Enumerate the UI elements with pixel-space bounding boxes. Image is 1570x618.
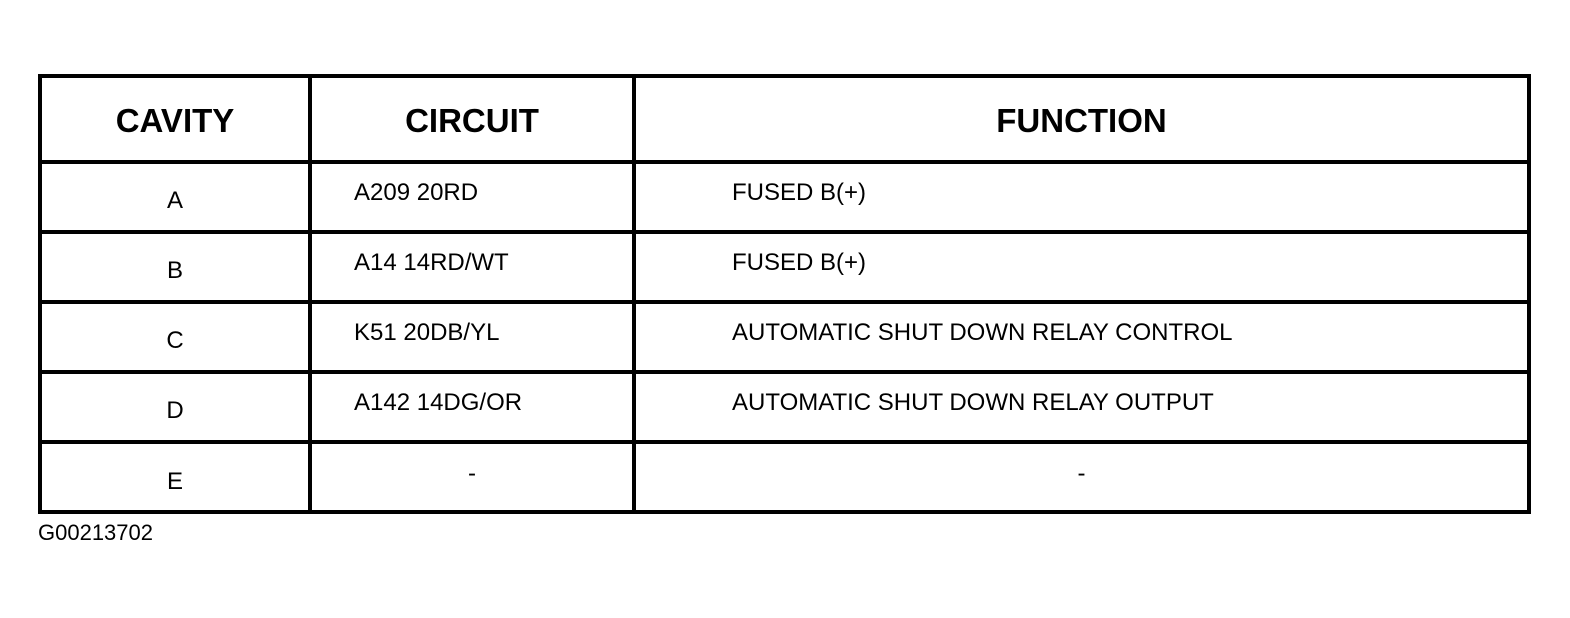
header-circuit-label: CIRCUIT [405, 102, 539, 139]
function-value: AUTOMATIC SHUT DOWN RELAY CONTROL [732, 319, 1233, 346]
function-value: AUTOMATIC SHUT DOWN RELAY OUTPUT [732, 389, 1214, 416]
figure-id-label: G00213702 [38, 520, 153, 545]
cavity-value: C [166, 327, 184, 354]
circuit-value: K51 20DB/YL [354, 319, 500, 346]
circuit-value: - [468, 460, 476, 487]
circuit-cell: K51 20DB/YL [310, 302, 636, 374]
header-function: FUNCTION [634, 78, 1527, 164]
table-row: A A209 20RD FUSED B(+) [42, 162, 1527, 234]
circuit-cell: A142 14DG/OR [310, 372, 636, 444]
header-cavity: CAVITY [42, 78, 312, 164]
circuit-value: A142 14DG/OR [354, 389, 523, 416]
header-function-label: FUNCTION [996, 102, 1167, 139]
table-row: C K51 20DB/YL AUTOMATIC SHUT DOWN RELAY … [42, 302, 1527, 374]
function-value: FUSED B(+) [732, 179, 867, 206]
function-cell: - [634, 442, 1527, 512]
function-cell: FUSED B(+) [634, 162, 1527, 234]
cavity-cell: B [42, 232, 312, 304]
table-row: E - - [42, 442, 1527, 512]
table-row: B A14 14RD/WT FUSED B(+) [42, 232, 1527, 304]
circuit-value: A209 20RD [354, 179, 479, 206]
function-cell: AUTOMATIC SHUT DOWN RELAY CONTROL [634, 302, 1527, 374]
cavity-value: B [166, 257, 183, 284]
function-cell: FUSED B(+) [634, 232, 1527, 304]
circuit-cell: A14 14RD/WT [310, 232, 636, 304]
header-cavity-label: CAVITY [115, 102, 235, 139]
circuit-cell: A209 20RD [310, 162, 636, 234]
cavity-cell: E [42, 442, 312, 512]
cavity-value: D [166, 397, 184, 424]
cavity-value: A [166, 187, 183, 214]
table-row: D A142 14DG/OR AUTOMATIC SHUT DOWN RELAY… [42, 372, 1527, 444]
circuit-value: A14 14RD/WT [354, 249, 509, 276]
function-cell: AUTOMATIC SHUT DOWN RELAY OUTPUT [634, 372, 1527, 444]
function-value: - [1077, 460, 1086, 487]
cavity-cell: C [42, 302, 312, 374]
table-header-row: CAVITY CIRCUIT FUNCTION [42, 78, 1527, 164]
header-circuit: CIRCUIT [310, 78, 636, 164]
function-value: FUSED B(+) [732, 249, 867, 276]
cavity-cell: D [42, 372, 312, 444]
circuit-cell: - [310, 442, 636, 512]
cavity-value: E [166, 468, 183, 495]
connector-pinout-table-frame: CAVITY CIRCUIT FUNCTION A A209 20RD FUSE… [38, 74, 1531, 514]
cavity-cell: A [42, 162, 312, 234]
connector-pinout-table: CAVITY CIRCUIT FUNCTION A A209 20RD FUSE… [42, 78, 1527, 512]
